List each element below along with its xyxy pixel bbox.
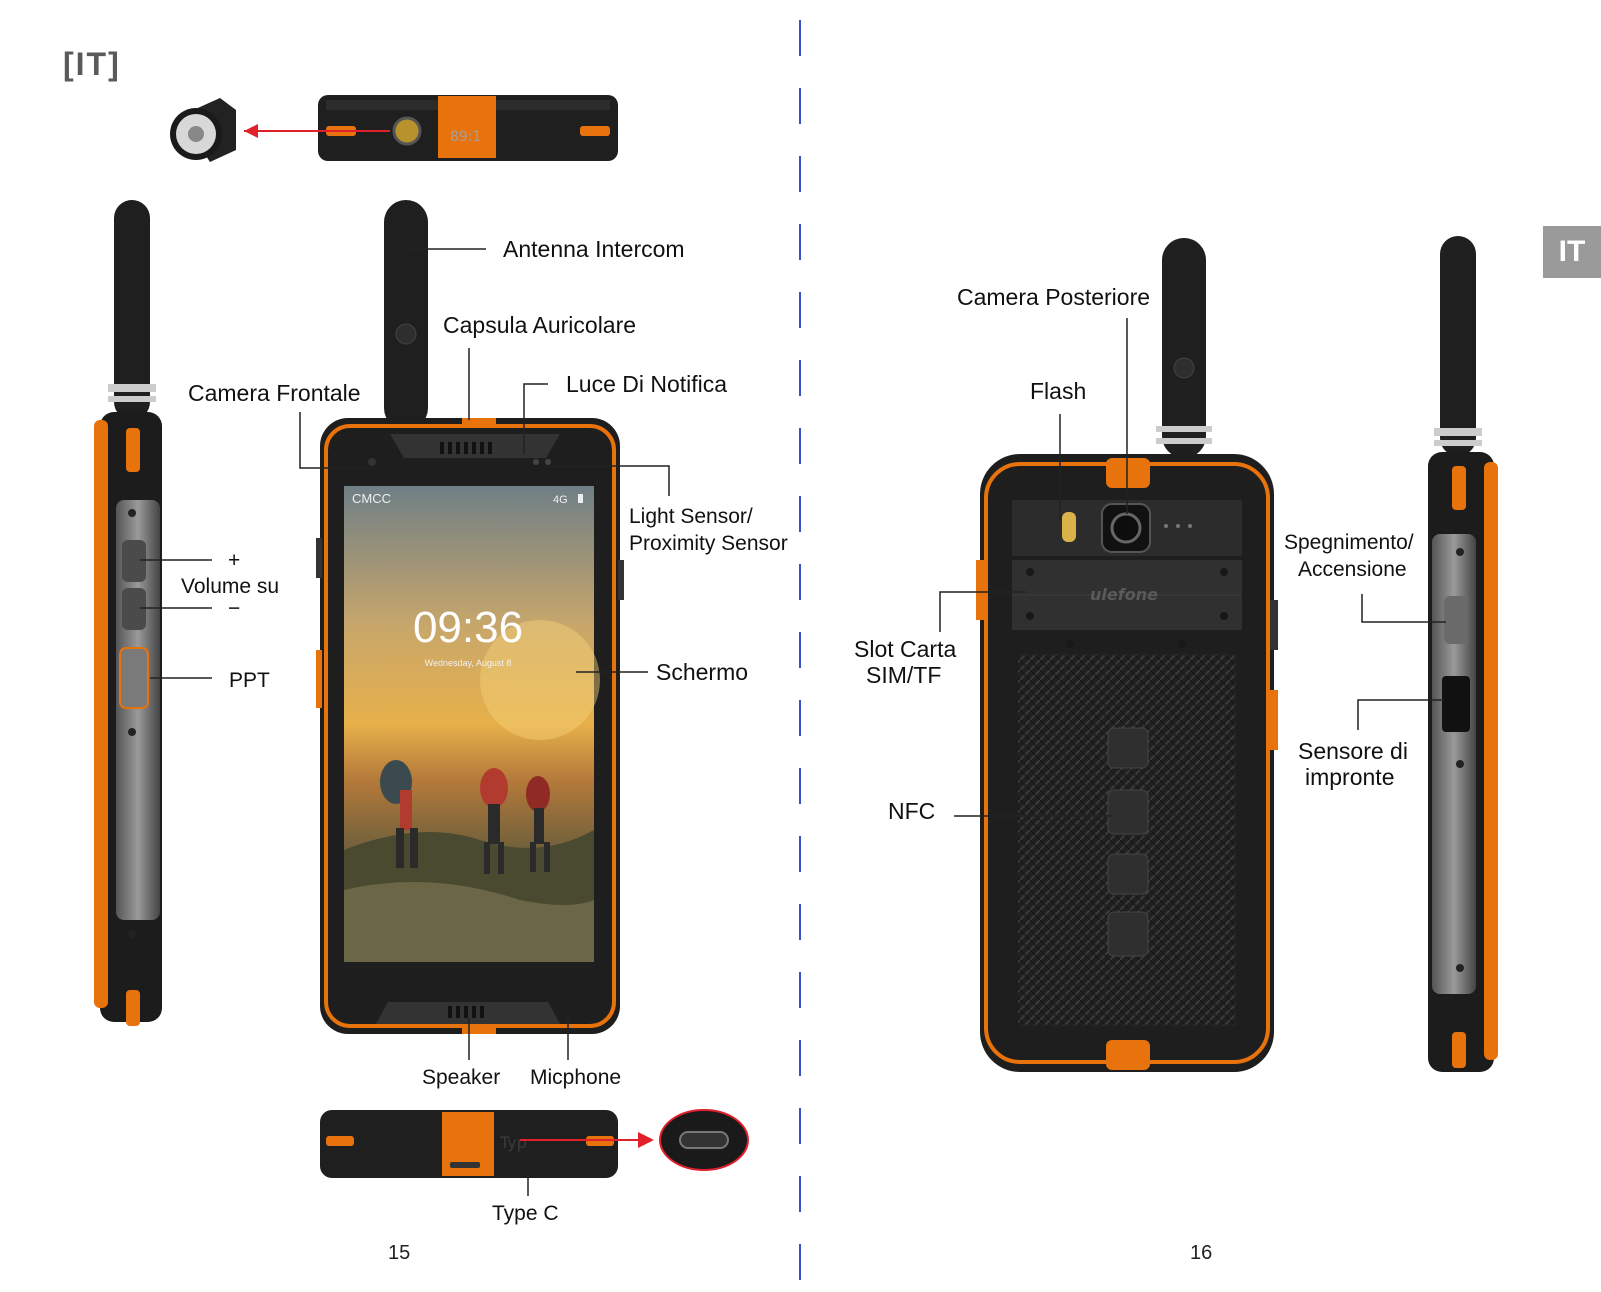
label-sim-slot: Slot Carta [854, 636, 957, 662]
carrier-label: CMCC [352, 491, 391, 506]
bottom-edge-text: Typ [499, 1133, 527, 1152]
label-power-1: Spegnimento/ [1284, 531, 1414, 554]
front-leaders [299, 248, 670, 1196]
lock-date: Wednesday, August 8 [425, 658, 512, 668]
label-nfc: NFC [888, 798, 936, 824]
label-type-c: Type C [492, 1202, 559, 1225]
page-number-left: 15 [388, 1242, 411, 1264]
label-fingerprint-2: impronte [1305, 764, 1395, 790]
lock-clock: 09:36 [413, 603, 523, 652]
label-sim-tf: SIM/TF [866, 662, 942, 688]
label-proximity-sensor: Proximity Sensor [629, 532, 788, 555]
page-number-right: 16 [1190, 1242, 1213, 1264]
right-side-leaders [1357, 594, 1446, 730]
label-rear-camera: Camera Posteriore [957, 284, 1151, 310]
side-language-tab: IT [1543, 226, 1601, 278]
label-volume: Volume su [181, 575, 280, 598]
language-tag: [IT] [63, 46, 121, 82]
label-front-camera: Camera Frontale [188, 380, 361, 406]
top-edge-text: 89:1 [450, 129, 481, 145]
label-microphone: Micphone [530, 1066, 622, 1089]
label-earpiece: Capsula Auricolare [443, 312, 637, 338]
label-screen: Schermo [656, 659, 749, 685]
signal-label: 4G [553, 494, 568, 506]
back-phone: ulefone [976, 238, 1278, 1072]
antenna-connector-detail [170, 98, 390, 162]
label-volume-minus: − [228, 597, 241, 620]
label-power-2: Accensione [1298, 558, 1407, 581]
label-speaker: Speaker [422, 1066, 501, 1089]
right-side-view [1428, 236, 1498, 1072]
label-flash: Flash [1030, 378, 1087, 404]
bottom-edge-view: Typ [320, 1110, 654, 1178]
label-ptt: PPT [229, 669, 270, 692]
back-leaders [939, 318, 1128, 817]
brand-logo: ulefone [1090, 585, 1158, 604]
front-phone: CMCC 4G 09:36 Wednesday, August 8 [316, 200, 624, 1034]
left-side-view [94, 200, 162, 1026]
label-antenna: Antenna Intercom [503, 236, 685, 262]
left-side-leaders [140, 559, 212, 679]
label-volume-plus: + [228, 549, 241, 572]
usb-c-port-detail [659, 1109, 749, 1171]
label-fingerprint-1: Sensore di [1298, 738, 1408, 764]
top-edge-view: 89:1 [318, 95, 618, 161]
label-light-sensor: Light Sensor/ [629, 505, 753, 528]
label-notification-light: Luce Di Notifica [566, 371, 728, 397]
